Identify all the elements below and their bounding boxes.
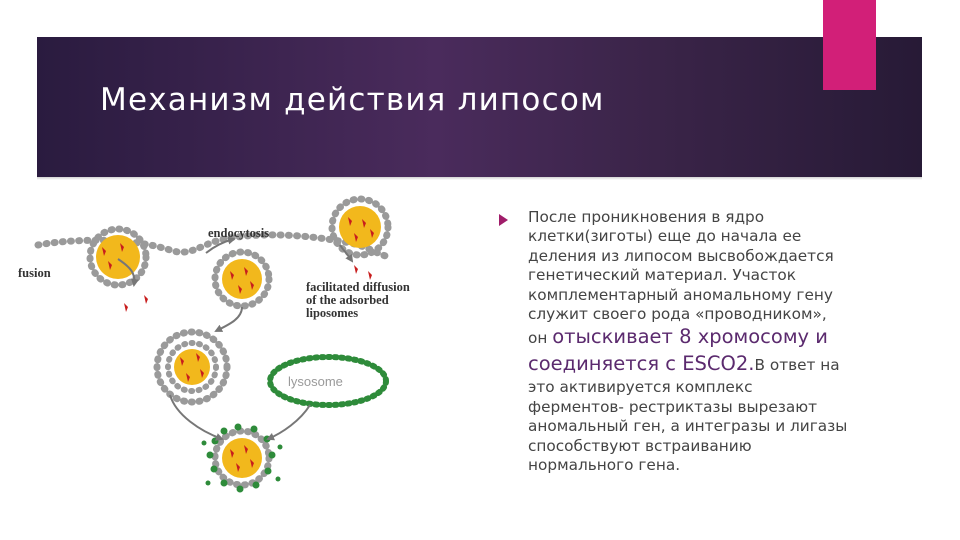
label-facilitated-3: liposomes xyxy=(306,306,358,320)
text-line: способствуют встраиванию xyxy=(528,436,752,455)
bullet-arrow-icon xyxy=(499,214,508,226)
slide-title: Механизм действия липосом xyxy=(100,82,605,118)
degraded-liposome xyxy=(201,423,283,493)
label-fusion: fusion xyxy=(18,266,51,280)
emphasis-text: соединяется с ESCO2. xyxy=(528,352,755,376)
text-line: ферментов- рестриктазы вырезают xyxy=(528,397,818,416)
liposome-adsorbed xyxy=(328,195,392,259)
text-line: это активируется комплекс xyxy=(528,378,753,397)
text-fragment: он xyxy=(528,329,553,348)
text-line: После проникновения в ядро xyxy=(528,208,765,226)
accent-tab xyxy=(823,0,876,90)
emphasis-text: отыскивает 8 хромосому и xyxy=(552,325,828,349)
label-facilitated-2: of the adsorbed xyxy=(306,293,389,307)
label-endocytosis: endocytosis xyxy=(208,226,269,240)
text-line: соединяется с ESCO2.В ответ на xyxy=(528,351,923,378)
text-line: аномальный ген, а интегразы и лигазы xyxy=(528,417,848,436)
released-contents xyxy=(124,265,372,312)
text-line: комплементарный аномальному гену xyxy=(528,285,833,304)
text-line: клетки(зиготы) еще до начала ее xyxy=(528,227,802,246)
endosome xyxy=(153,328,231,406)
banner-shadow xyxy=(37,177,922,180)
title-banner xyxy=(37,37,922,177)
text-line: нормального гена. xyxy=(528,456,681,475)
label-facilitated-1: facilitated diffusion xyxy=(306,280,410,294)
text-line: генетический материал. Участок xyxy=(528,266,796,285)
text-line: служит своего рода «проводником», xyxy=(528,305,827,324)
text-fragment: В ответ на xyxy=(754,356,840,375)
text-line: он отыскивает 8 хромосому и xyxy=(528,324,923,351)
liposome-fusion xyxy=(86,225,150,289)
liposome-endocytosis xyxy=(211,248,273,310)
bullet-text: После проникновения в ядро клетки(зиготы… xyxy=(528,208,923,475)
process-arrows xyxy=(117,236,354,441)
lysosome: lysosome xyxy=(267,354,389,408)
svg-text:lysosome: lysosome xyxy=(288,374,343,389)
text-line: деления из липосом высвобождается xyxy=(528,246,834,265)
liposome-diagram: lysosome endocytosis fusion facilitated … xyxy=(18,195,410,493)
